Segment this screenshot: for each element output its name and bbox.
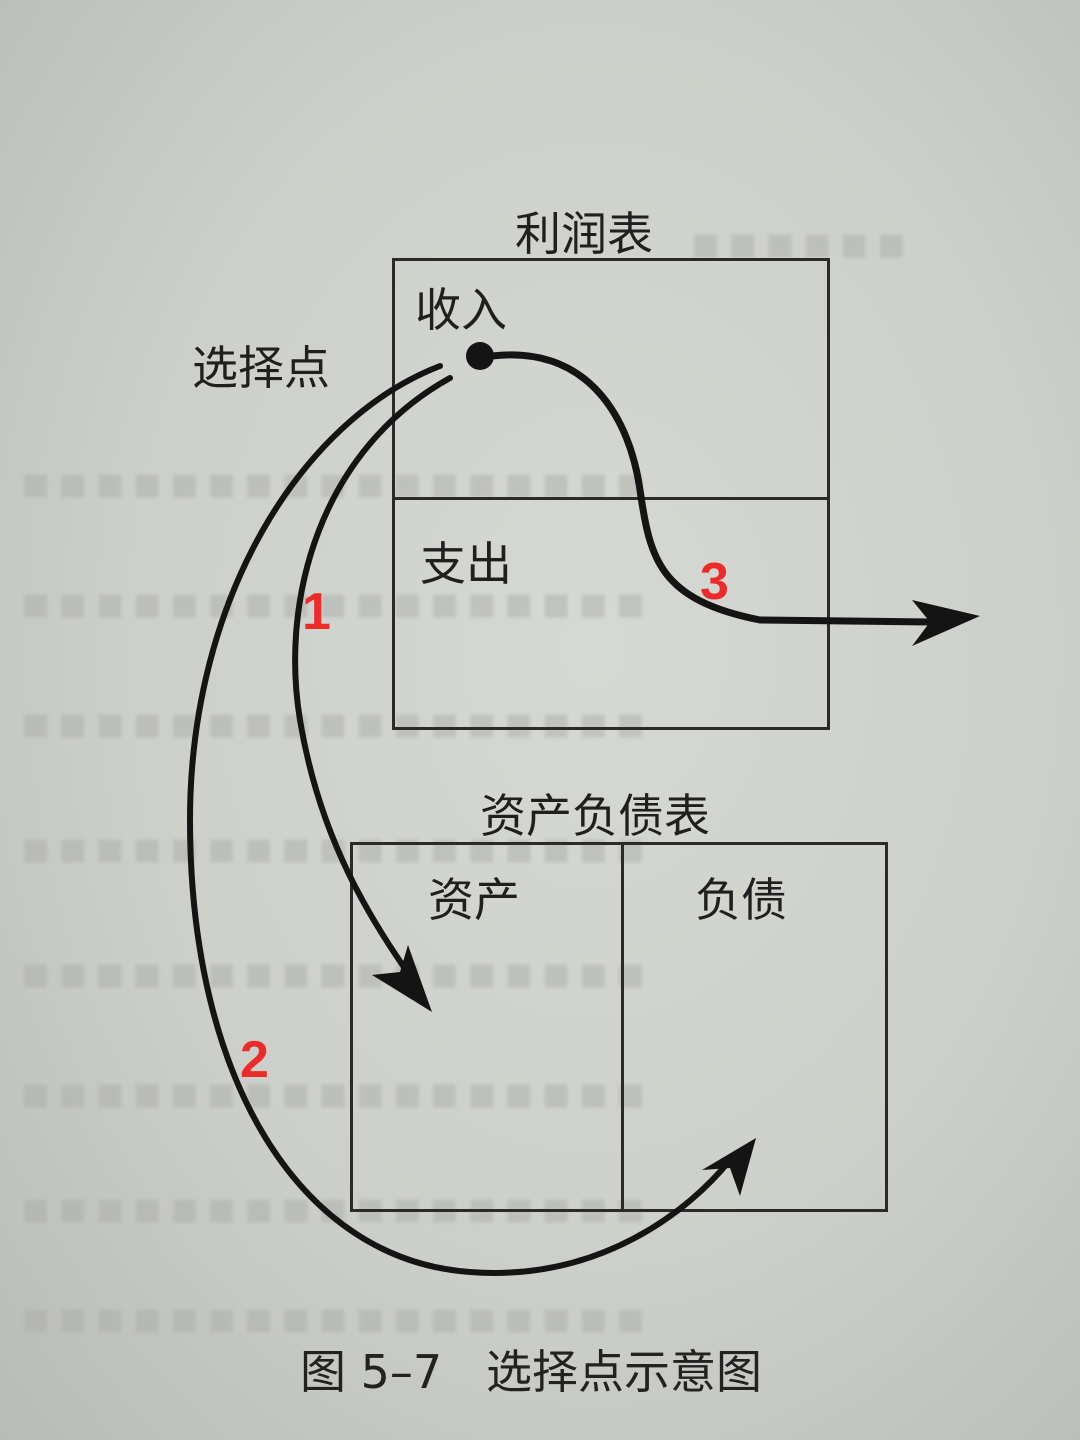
arrow-path-3 <box>488 351 934 626</box>
selection-point-dot <box>466 342 494 370</box>
assets-label: 资产 <box>428 873 520 927</box>
bleed-through-text: ▪▪▪▪▪▪▪▪▪▪▪▪▪▪▪▪▪ <box>20 1065 652 1119</box>
arrowhead-3 <box>912 600 980 646</box>
revenue-label: 收入 <box>415 283 507 337</box>
path-number-3: 3 <box>700 553 729 611</box>
selection-point-label: 选择点 <box>192 341 330 395</box>
arrow-path-1 <box>292 375 453 993</box>
figure-caption: 图 5–7 选择点示意图 <box>300 1345 763 1399</box>
bleed-through-text: ▪▪▪▪▪▪▪▪▪▪▪▪▪▪▪▪▪ <box>20 1180 652 1234</box>
balance-sheet-box <box>350 842 888 1212</box>
income-statement-divider <box>395 497 827 500</box>
bleed-through-text: ▪▪▪▪▪▪▪▪▪▪▪▪▪▪▪▪▪ <box>20 695 652 749</box>
income-statement-title: 利润表 <box>515 207 653 261</box>
arrowhead-1 <box>372 945 432 1012</box>
path-number-1: 1 <box>302 583 331 641</box>
bleed-through-text: ▪▪▪▪▪▪▪▪▪▪▪▪▪▪▪▪▪ <box>20 945 652 999</box>
arrow-path-2 <box>187 363 733 1276</box>
balance-sheet-divider <box>621 845 624 1209</box>
income-statement-box <box>392 258 830 730</box>
bleed-through-text: ▪▪▪▪▪▪▪▪▪▪▪▪▪▪▪▪▪ <box>20 1290 652 1344</box>
expense-label: 支出 <box>420 537 512 591</box>
arrowhead-2 <box>702 1138 756 1196</box>
liabilities-label: 负债 <box>695 873 787 927</box>
bleed-through-text: ▪▪▪▪▪▪▪▪▪▪▪▪▪▪▪▪▪ <box>20 820 652 874</box>
balance-sheet-title: 资产负债表 <box>480 789 710 843</box>
path-number-2: 2 <box>240 1031 269 1089</box>
bleed-through-text: ▪▪▪▪▪▪▪▪▪▪▪▪▪▪▪▪▪ <box>20 575 652 629</box>
